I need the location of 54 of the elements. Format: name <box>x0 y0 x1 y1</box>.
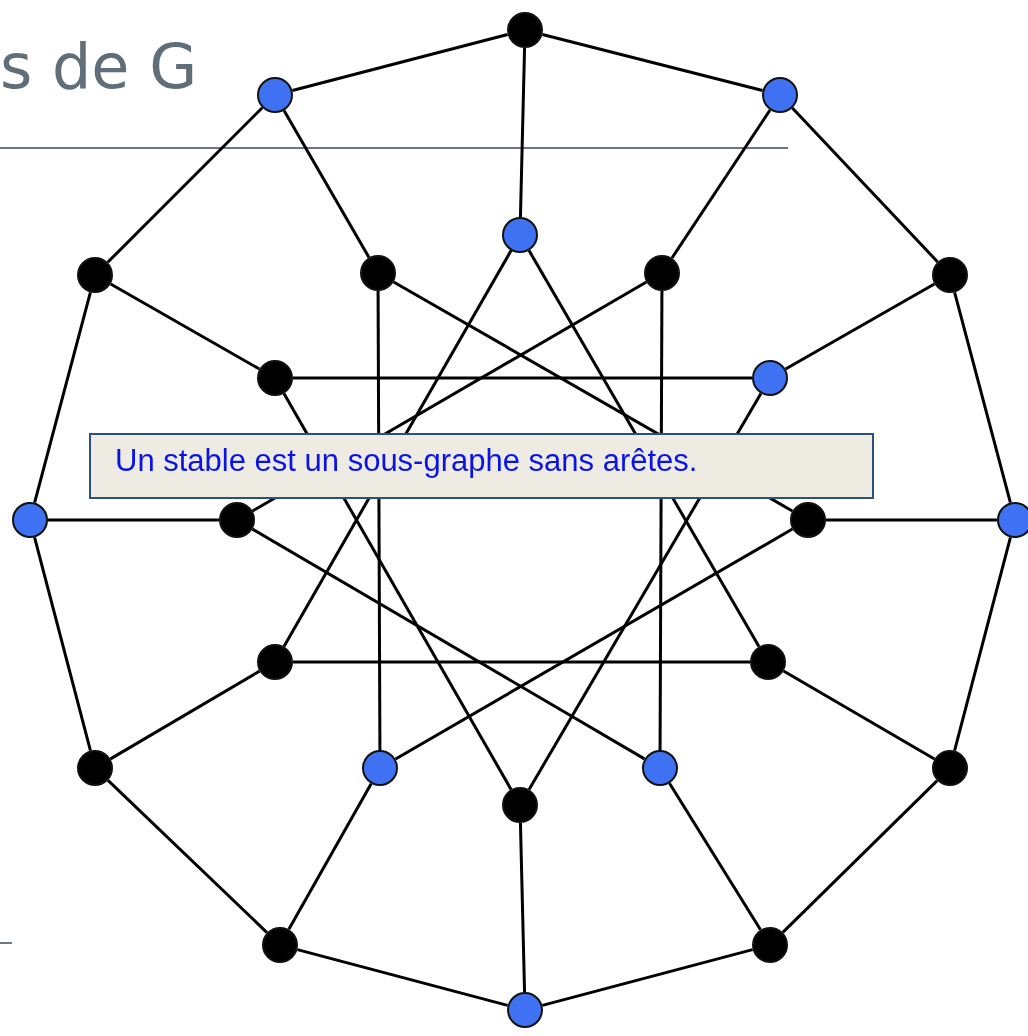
graph-edge <box>542 948 753 1007</box>
graph-edge <box>109 282 261 371</box>
graph-vertex <box>219 502 255 538</box>
graph-edge <box>518 47 527 218</box>
graph-edge <box>293 376 752 380</box>
graph-edge <box>251 527 646 761</box>
graph-edge <box>784 282 936 371</box>
graph-vertex <box>644 255 680 291</box>
graph-vertex <box>752 927 788 963</box>
graph-vertex <box>360 255 396 291</box>
graph-edge <box>48 518 219 522</box>
graph-edge <box>287 782 373 931</box>
graph-vertex <box>507 992 543 1028</box>
graph-vertex <box>502 787 538 823</box>
graph-edge <box>542 33 763 92</box>
graph-edge <box>282 109 371 259</box>
graph-vertex <box>257 77 293 113</box>
graph-vertex <box>257 360 293 396</box>
note-box: Un stable est un sous-graphe sans arêtes. <box>89 433 874 499</box>
graph-edge <box>781 779 939 934</box>
graph-vertex <box>12 502 48 538</box>
graph-edge <box>33 537 92 751</box>
graph-edge <box>292 33 508 92</box>
graph-vertex <box>997 502 1028 538</box>
graph-edge <box>791 107 939 263</box>
graph-edge <box>109 669 261 761</box>
graph-edge <box>826 518 997 522</box>
graph-vertex <box>642 750 678 786</box>
slide-title: s de G <box>0 36 198 98</box>
graph-edge <box>953 537 1012 751</box>
graph-vertex <box>762 77 798 113</box>
graph-vertex <box>77 750 113 786</box>
graph-edge <box>782 669 936 761</box>
graph-vertex <box>362 750 398 786</box>
graph-vertex <box>507 12 543 48</box>
graph-vertex <box>502 217 538 253</box>
graph-vertex <box>262 927 298 963</box>
graph-edge <box>297 948 508 1007</box>
graph-edge <box>106 779 269 934</box>
graph-edge <box>953 292 1012 503</box>
graph-vertex <box>257 644 293 680</box>
graph-edge <box>670 109 772 259</box>
graph-edge <box>668 782 762 931</box>
graph-edge <box>394 527 794 761</box>
graph-edge <box>293 660 750 664</box>
graph-vertex <box>932 750 968 786</box>
graph-vertex <box>790 502 826 538</box>
graph-vertex <box>750 644 786 680</box>
graph-vertex <box>932 257 968 293</box>
graph-vertex <box>77 257 113 293</box>
graph-vertex <box>752 360 788 396</box>
graph-edge <box>106 106 264 264</box>
graph-edge <box>33 292 92 503</box>
graph-edge <box>518 822 527 993</box>
